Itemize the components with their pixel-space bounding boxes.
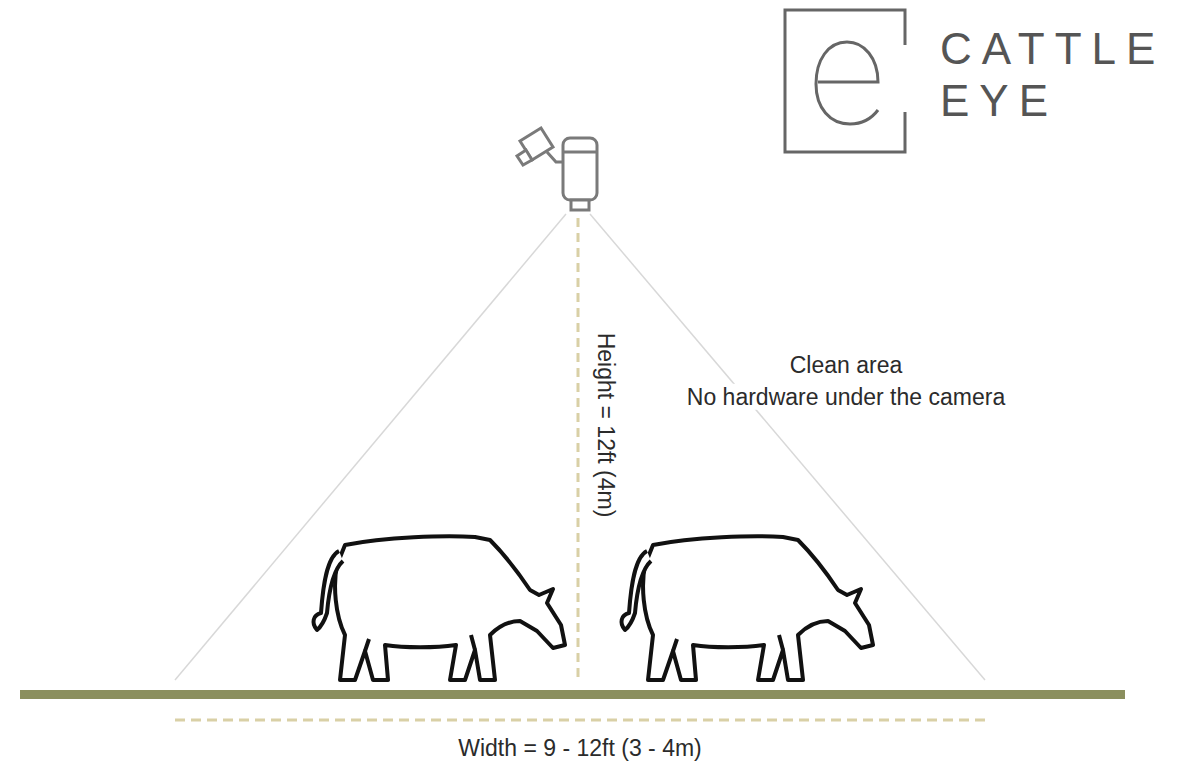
width-dashed-line — [175, 719, 985, 722]
note-label: Clean area — [787, 352, 906, 378]
logo-letter-shape — [816, 42, 878, 124]
note-label: No hardware under the camera — [684, 384, 1008, 410]
view-line — [175, 214, 566, 680]
camera-arm — [547, 152, 563, 162]
cow-figure — [622, 536, 873, 680]
camera-lens — [517, 150, 532, 165]
logo-frame — [785, 10, 905, 152]
camera-base — [571, 200, 589, 210]
camera-icon — [517, 128, 597, 210]
dimension-label: Height = 12ft (4m) — [593, 330, 619, 521]
cow-figure — [314, 536, 565, 680]
dimension-label: Width = 9 - 12ft (3 - 4m) — [455, 735, 705, 761]
camera-body-band — [563, 151, 597, 154]
ground-bar — [20, 690, 1125, 699]
camera-body — [563, 138, 597, 200]
height-dashed-line — [577, 218, 580, 682]
view-line — [590, 214, 985, 680]
logo-word: CATTLE — [937, 24, 1168, 75]
logo-word: EYE — [937, 76, 1061, 127]
logo-bracket — [785, 10, 905, 152]
